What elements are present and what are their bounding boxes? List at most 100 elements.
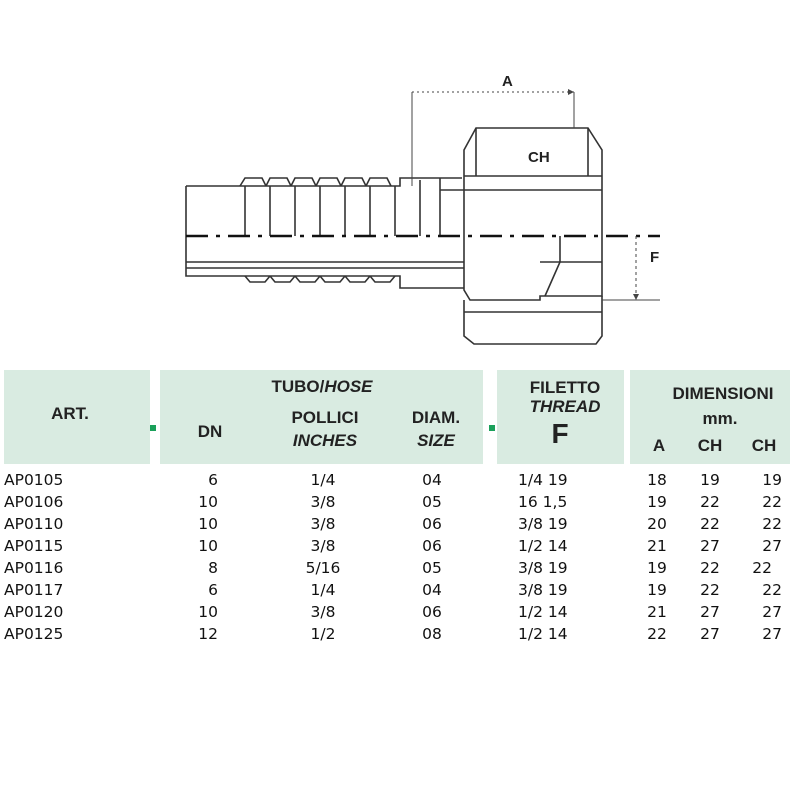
cell-dn: 6 [208, 471, 218, 489]
header-thread-band [497, 370, 624, 464]
cell-thread: 1/4 19 [518, 471, 568, 489]
cell-ch-1: 27 [700, 603, 720, 621]
cell-art: AP0106 [4, 493, 64, 511]
cell-dn: 10 [198, 515, 218, 533]
hex-nut-outline [463, 127, 603, 301]
cell-thread: 1/2 14 [518, 625, 568, 643]
table-row: AP0106 10 3/8 05 16 1,5 19 22 22 [0, 493, 794, 515]
cell-a: 20 [647, 515, 667, 533]
dim-a-label: A [502, 73, 513, 90]
header-inches: INCHES [292, 431, 358, 450]
cell-ch-1: 27 [700, 625, 720, 643]
cell-ch-1: 22 [700, 493, 720, 511]
header-tubo-hose: TUBO/HOSE [232, 377, 412, 397]
table-row: AP0110 10 3/8 06 3/8 19 20 22 22 [0, 515, 794, 537]
cell-inches: 1/2 [310, 625, 336, 643]
cell-art: AP0105 [4, 471, 64, 489]
cell-art: AP0125 [4, 625, 64, 643]
cell-size: 05 [422, 559, 442, 577]
cell-inches: 3/8 [310, 515, 336, 533]
cell-ch-2: 27 [762, 603, 782, 621]
cell-dn: 6 [208, 581, 218, 599]
cell-inches: 5/16 [305, 559, 341, 577]
barb-ribs [239, 177, 441, 283]
cell-dn: 10 [198, 537, 218, 555]
header-a: A [652, 436, 666, 455]
header-art-band [4, 370, 150, 464]
fitting-technical-drawing: A CH F [185, 73, 660, 345]
cell-ch-2: 22 [762, 515, 782, 533]
cell-size: 04 [422, 581, 442, 599]
header-dimensions-band [630, 370, 790, 464]
cell-ch-1: 22 [700, 515, 720, 533]
cell-ch-2: 19 [762, 471, 782, 489]
header-filetto: FILETTO [529, 378, 601, 397]
cell-size: 06 [422, 537, 442, 555]
cell-thread: 3/8 19 [518, 515, 568, 533]
hose-tail-outline [185, 177, 464, 289]
cell-a: 19 [647, 493, 667, 511]
header-art: ART. [51, 404, 89, 423]
table-row: AP0116 8 5/16 05 3/8 19 19 22 22 [0, 559, 794, 581]
cell-size: 06 [422, 515, 442, 533]
cell-dn: 10 [198, 493, 218, 511]
cell-art: AP0116 [4, 559, 64, 577]
header-f: F [551, 418, 569, 449]
dim-f-label: F [650, 249, 659, 266]
cell-ch-2: 22 [762, 493, 782, 511]
cell-ch-2: 22 [762, 581, 782, 599]
dim-ch-label: CH [528, 149, 550, 166]
cell-inches: 1/4 [310, 581, 336, 599]
cell-art: AP0115 [4, 537, 64, 555]
table-row: AP0125 12 1/2 08 1/2 14 22 27 27 [0, 625, 794, 647]
cell-art: AP0120 [4, 603, 64, 621]
cell-ch-1: 19 [700, 471, 720, 489]
header-thread: THREAD [529, 397, 601, 416]
cell-ch-1: 27 [700, 537, 720, 555]
cell-dn: 10 [198, 603, 218, 621]
header-separator-marker [150, 425, 156, 431]
cell-dn: 8 [208, 559, 218, 577]
cell-dn: 12 [198, 625, 218, 643]
header-separator-marker [489, 425, 495, 431]
header-mm: mm. [702, 409, 738, 428]
cell-size: 05 [422, 493, 442, 511]
product-table-body: AP0105 6 1/4 04 1/4 19 18 19 19 AP0106 1… [0, 471, 794, 647]
cell-ch-1: 22 [700, 581, 720, 599]
cell-inches: 3/8 [310, 537, 336, 555]
table-row: AP0117 6 1/4 04 3/8 19 19 22 22 [0, 581, 794, 603]
cell-size: 06 [422, 603, 442, 621]
cell-art: AP0110 [4, 515, 64, 533]
cell-size: 04 [422, 471, 442, 489]
cell-art: AP0117 [4, 581, 64, 599]
cell-ch-1: 22 [700, 559, 720, 577]
cell-thread: 3/8 19 [518, 559, 568, 577]
cell-inches: 1/4 [310, 471, 336, 489]
cell-a: 22 [647, 625, 667, 643]
header-ch-2: CH [751, 436, 777, 455]
cell-a: 21 [647, 603, 667, 621]
cell-ch-2: 27 [762, 625, 782, 643]
cell-a: 21 [647, 537, 667, 555]
cell-a: 18 [647, 471, 667, 489]
cell-thread: 1/2 14 [518, 537, 568, 555]
table-row: AP0105 6 1/4 04 1/4 19 18 19 19 [0, 471, 794, 493]
header-tubo: TUBO/ [271, 377, 325, 396]
cell-a: 19 [647, 559, 667, 577]
header-pollici: POLLICI [291, 408, 359, 427]
cell-ch-2: 22 [752, 559, 772, 577]
table-row: AP0115 10 3/8 06 1/2 14 21 27 27 [0, 537, 794, 559]
cell-inches: 3/8 [310, 603, 336, 621]
cell-ch-2: 27 [762, 537, 782, 555]
header-size: SIZE [417, 431, 455, 450]
table-row: AP0120 10 3/8 06 1/2 14 21 27 27 [0, 603, 794, 625]
cell-thread: 3/8 19 [518, 581, 568, 599]
cell-size: 08 [422, 625, 442, 643]
header-diam: DIAM. [411, 408, 461, 427]
header-hose-band [160, 370, 483, 464]
header-dn: DN [197, 422, 223, 441]
cell-inches: 3/8 [310, 493, 336, 511]
cell-a: 19 [647, 581, 667, 599]
cell-thread: 1/2 14 [518, 603, 568, 621]
header-ch-1: CH [697, 436, 723, 455]
